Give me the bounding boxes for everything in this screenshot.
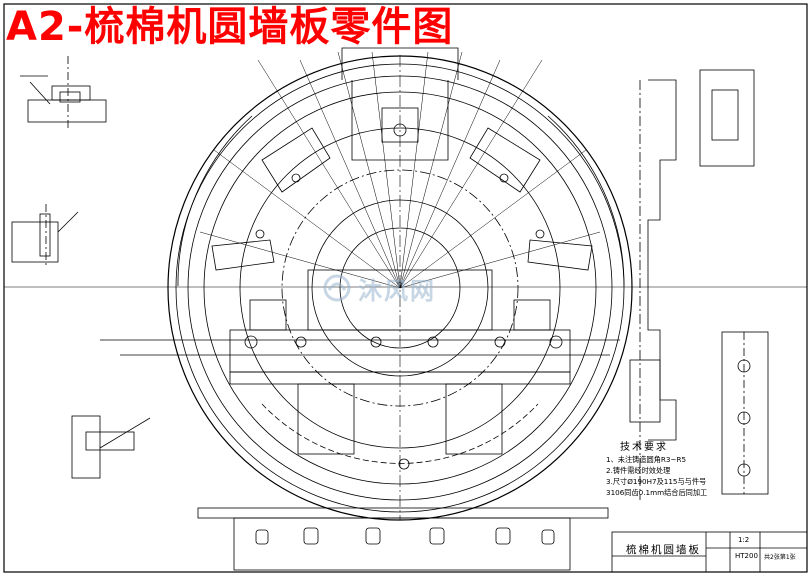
detail-view-top-left bbox=[20, 56, 107, 130]
side-section-view bbox=[629, 69, 755, 500]
watermark-logo-icon bbox=[323, 274, 351, 302]
main-view bbox=[100, 47, 633, 521]
hidden-arc bbox=[261, 403, 539, 464]
sheet-border bbox=[3, 3, 808, 573]
side-pin-view bbox=[721, 331, 769, 495]
title-block-sheet-info: 共2张第1张 bbox=[764, 554, 796, 561]
title-block bbox=[611, 531, 808, 573]
requirement-item: 2.铸件需经时效处理 bbox=[606, 466, 671, 475]
requirement-item: 3.尺寸Ø190H7及115与与件号 bbox=[606, 477, 707, 486]
drawing-title: A2-梳棉机圆墙板零件图 bbox=[6, 4, 454, 50]
technical-requirements-heading: 技术要求 bbox=[620, 442, 668, 453]
brackets bbox=[211, 107, 593, 271]
detail-view-left-bottom bbox=[71, 415, 151, 479]
title-block-scale: 1:2 bbox=[738, 536, 750, 544]
requirement-item: 1、未注铸造圆角R3~R5 bbox=[606, 455, 687, 464]
watermark: 沐风网 bbox=[322, 270, 502, 306]
bottom-section-view bbox=[197, 507, 609, 571]
mounting-holes bbox=[244, 173, 563, 470]
lower-housing bbox=[100, 269, 620, 455]
title-block-material: HT200 bbox=[735, 552, 758, 560]
title-block-part-name: 梳棉机圆墙板 bbox=[626, 544, 701, 556]
technical-requirements: 技术要求 1、未注铸造圆角R3~R5 2.铸件需经时效处理 3.尺寸Ø190H7… bbox=[606, 441, 716, 498]
center-lines bbox=[4, 55, 807, 520]
radial-lines bbox=[199, 51, 601, 289]
watermark-text: 沐风网 bbox=[358, 276, 436, 305]
requirement-item: 3106同齿0.1mm结合后同加工 bbox=[606, 488, 708, 497]
detail-view-left-middle bbox=[11, 204, 79, 268]
